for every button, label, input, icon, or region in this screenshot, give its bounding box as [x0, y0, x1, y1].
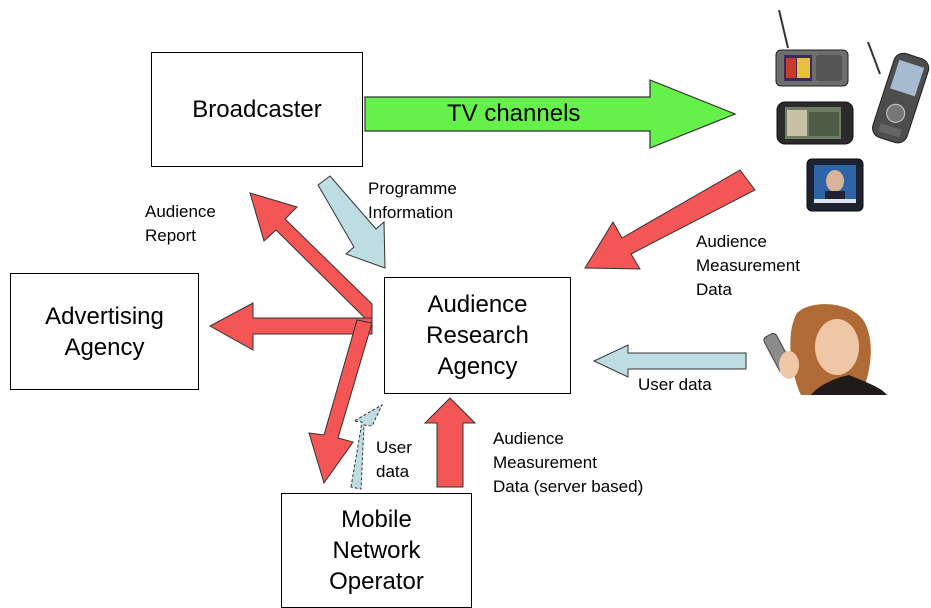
- advertising-label-line2: Agency: [64, 333, 145, 361]
- mobile-label-line1: Mobile: [341, 506, 412, 533]
- audience-report-arrow: [249, 192, 373, 327]
- broadcaster-box: Broadcaster: [151, 52, 363, 167]
- mobile-operator-arrow: [308, 319, 373, 485]
- audience-report-label: Audience Report: [145, 202, 216, 245]
- phone-widescreen-image: [776, 101, 854, 145]
- phone-candybar-image: [867, 41, 930, 144]
- audience-research-agency-box: Audience Research Agency: [384, 277, 571, 394]
- tv-channels-label: TV channels: [447, 100, 581, 127]
- research-label-line1: Audience: [427, 291, 528, 318]
- server-measurement-arrow: [423, 397, 477, 488]
- mobile-network-operator-box: Mobile Network Operator: [281, 493, 472, 608]
- user-data-bottom-label: User data: [376, 438, 412, 481]
- tv-channels-arrow: [364, 79, 737, 149]
- broadcaster-label: Broadcaster: [192, 96, 322, 123]
- user-data-bottom-arrow: [350, 403, 384, 490]
- portable-tv-image: [806, 158, 864, 212]
- advertising-agency-box: Advertising Agency: [10, 273, 199, 390]
- research-label-line2: Research: [426, 322, 529, 349]
- user-data-right-arrow: [592, 344, 747, 378]
- mobile-label-line3: Operator: [329, 568, 424, 595]
- user-data-right-label: User data: [638, 375, 712, 394]
- advertising-label-line1: Advertising: [45, 302, 164, 330]
- research-label-line3: Agency: [437, 353, 518, 380]
- audience-measurement-arrow: [584, 169, 756, 270]
- server-measurement-label: Audience Measurement Data (server based): [493, 429, 644, 496]
- advertising-arrow: [208, 302, 373, 351]
- mobile-label-line2: Network: [332, 537, 421, 564]
- programme-information-label: Programme Information: [368, 179, 457, 222]
- phone-slider-image: [775, 9, 849, 87]
- audience-measurement-label: Audience Measurement Data: [696, 232, 800, 299]
- programme-information-arrow: [317, 175, 386, 269]
- woman-with-phone-image: [753, 303, 891, 395]
